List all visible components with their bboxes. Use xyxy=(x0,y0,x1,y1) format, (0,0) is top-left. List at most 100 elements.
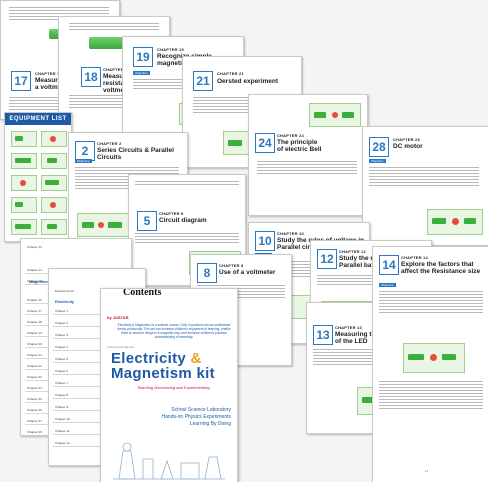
chapter-label: CHAPTER 5 xyxy=(159,211,184,216)
chapter-title: The principle of electric Bell xyxy=(277,139,322,153)
table-row: Chapter 6 xyxy=(55,369,69,373)
table-row: Chapter 16 xyxy=(27,298,42,302)
chapter-number: 12 xyxy=(317,249,337,269)
table-row: Chapter 9 xyxy=(55,405,69,409)
chapter-title: Use of a voltmeter xyxy=(219,269,276,276)
table-divider xyxy=(53,314,141,315)
chapter-number: 17 xyxy=(11,71,31,91)
table-divider xyxy=(53,386,141,387)
cover-tagline: Teaching Discovering and Experimenting xyxy=(137,385,210,390)
table-divider xyxy=(53,446,141,447)
circuit-image xyxy=(403,343,465,373)
table-divider xyxy=(53,338,141,339)
table-row: Chapter 20 xyxy=(27,342,42,346)
chapter-label: CHAPTER 19 xyxy=(157,47,184,52)
table-divider xyxy=(53,422,141,423)
chapter-number: 5 xyxy=(137,211,157,231)
chapter-label: CHAPTER 14 xyxy=(401,255,428,260)
title-ampersand: & xyxy=(190,350,202,367)
subtitle-line-3: Learning By Doing xyxy=(189,421,231,427)
chapter-number: 21 xyxy=(193,71,213,91)
chapter-label: CHAPTER 21 xyxy=(217,71,244,76)
chapter-number: 2 xyxy=(75,141,95,161)
table-row: Chapter 23 xyxy=(27,375,42,379)
circuit-image xyxy=(77,213,129,237)
table-divider xyxy=(53,434,141,435)
circuit-image xyxy=(427,209,483,235)
table-row: Chapter 28 xyxy=(27,430,42,434)
lab-sketch xyxy=(113,442,225,480)
table-divider xyxy=(53,326,141,327)
chapter-title: Series Circuits & Parallel Circuits xyxy=(97,147,174,161)
chapter-title: DC motor xyxy=(393,143,423,150)
chapter-label: CHAPTER 18 xyxy=(103,67,130,72)
chapter-number: 28 xyxy=(369,137,389,157)
table-row: Chapter 3 xyxy=(55,333,69,337)
chapter-number: 8 xyxy=(197,263,217,283)
subtitle-line-2: Hands-on Physics Experiments xyxy=(161,414,231,420)
table-divider xyxy=(53,398,141,399)
table-divider xyxy=(53,362,141,363)
circuit-image xyxy=(309,103,361,127)
table-row: Chapter 24 xyxy=(27,386,42,390)
manual-label: Instructional Manual xyxy=(107,345,134,349)
table-row: Chapter 7 xyxy=(55,381,69,385)
experiment-photo xyxy=(89,37,129,49)
table-row: Chapter 4 xyxy=(55,345,69,349)
page-chapter-14: 14 CHAPTER 14 Explore the factors that a… xyxy=(372,246,488,482)
table-divider xyxy=(53,410,141,411)
table-row: Chapter 17 xyxy=(27,309,42,313)
chapter-label: CHAPTER 13 xyxy=(335,325,362,330)
contents-title: Contents xyxy=(123,288,162,298)
table-row: Chapter 12 xyxy=(55,441,70,445)
table-row: Chapter 26 xyxy=(27,408,42,412)
title-line-1: Electricity xyxy=(111,350,187,367)
brand-logo: by JUSTAR xyxy=(107,315,129,320)
table-row: Chapter 8 xyxy=(55,393,69,397)
table-first-row: Chapter 13 xyxy=(27,245,42,249)
chapter-label: CHAPTER 2 xyxy=(97,141,122,146)
chapter-title: Explore the factors that affect the Resi… xyxy=(401,261,481,275)
chapter-number: 10 xyxy=(255,231,275,251)
chapter-label: CHAPTER 24 xyxy=(277,133,304,138)
chapter-label: CHAPTER 8 xyxy=(219,263,244,268)
table-row: Chapter 11 xyxy=(55,429,70,433)
chapter-label: CHAPTER 12 xyxy=(339,249,366,254)
table-row: Chapter 14 xyxy=(27,268,42,272)
electricity-section: Electricity xyxy=(55,299,75,304)
table-row: Chapter 27 xyxy=(27,419,42,423)
title-line-2: Magnetism kit xyxy=(111,365,215,382)
page-equipment-list: EQUIPMENT LIST xyxy=(4,112,72,242)
cover-intro: Electricity & Magnetism is a science cou… xyxy=(117,323,231,339)
chapter-number: 18 xyxy=(81,67,101,87)
chapter-number: 24 xyxy=(255,133,275,153)
equipment-list-header: EQUIPMENT LIST xyxy=(5,113,71,125)
table-row: Chapter 18 xyxy=(27,320,42,324)
equipment-list-label: Equipment list xyxy=(55,289,74,293)
chapter-number: 13 xyxy=(313,325,333,345)
magnetism-section: Magnetism xyxy=(29,279,50,284)
chapter-label: CHAPTER 28 xyxy=(393,137,420,142)
cover-page: Contents by JUSTAR Electricity & Magneti… xyxy=(100,288,238,482)
cover-subtitle: School Science Laboratory Hands-on Physi… xyxy=(141,407,231,428)
table-row: Chapter 21 xyxy=(27,353,42,357)
table-row: Chapter 2 xyxy=(55,321,69,325)
page-chapter-24: 24 CHAPTER 24 The principle of electric … xyxy=(248,94,368,216)
chapter-title: Circuit diagram xyxy=(159,217,207,224)
chapter-label: CHAPTER 10 xyxy=(277,231,304,236)
table-row: Chapter 22 xyxy=(27,364,42,368)
table-row: Chapter 19 xyxy=(27,331,42,335)
table-row: Chapter 10 xyxy=(55,417,70,421)
subtitle-line-1: School Science Laboratory xyxy=(171,407,231,413)
cover-title: Electricity & Magnetism kit xyxy=(111,351,237,381)
page-chapter-28: 28 CHAPTER 28 DC motor Objective xyxy=(362,126,488,246)
table-row: Chapter 25 xyxy=(27,397,42,401)
table-divider xyxy=(53,350,141,351)
table-divider xyxy=(53,374,141,375)
table-row: Chapter 15 xyxy=(27,279,42,283)
page-number: 11 xyxy=(425,469,429,473)
chapter-number: 19 xyxy=(133,47,153,67)
table-row: Chapter 1 xyxy=(55,309,69,313)
chapter-number: 14 xyxy=(379,255,399,275)
